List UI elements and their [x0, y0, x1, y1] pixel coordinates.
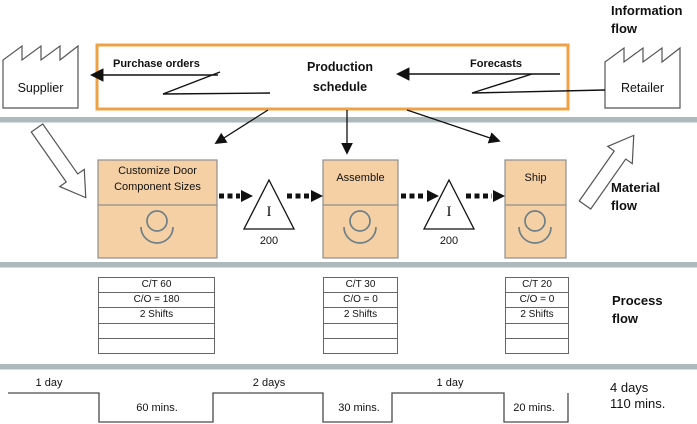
data-row: C/O = 0 — [506, 293, 568, 309]
inventory-triangle-icon — [422, 178, 476, 230]
data-row — [324, 339, 397, 353]
purchase-orders-label: Purchase orders — [113, 58, 200, 70]
operator-icon — [140, 210, 174, 244]
supplier-label: Supplier — [17, 81, 64, 95]
inventory-symbol: I — [446, 204, 452, 220]
timeline-segment-label: 1 day — [35, 377, 63, 389]
data-row: C/O = 0 — [324, 293, 397, 309]
data-row: 2 Shifts — [99, 308, 214, 324]
data-row — [99, 324, 214, 339]
timeline-total-label: 4 days 110 mins. — [610, 380, 666, 411]
factory-icon — [2, 44, 79, 109]
inventory-triangle-icon — [242, 178, 296, 230]
inventory-quantity: 200 — [259, 235, 279, 247]
information-material-divider-bar — [0, 117, 697, 123]
retailer-label: Retailer — [620, 81, 665, 95]
data-row: C/T 20 — [506, 278, 568, 294]
process-name-customize: Customize Door Component Sizes — [114, 165, 201, 193]
push-arrow-icon — [401, 190, 439, 202]
timeline-segment-label: 1 day — [436, 377, 464, 389]
data-row — [324, 324, 397, 339]
process-box-ship — [504, 159, 567, 259]
forecasts-label: Forecasts — [470, 58, 522, 70]
push-arrow-icon — [466, 190, 505, 202]
timeline-segment-label: 2 days — [252, 377, 286, 389]
production-schedule-label: Production schedule — [307, 60, 373, 94]
timeline-segment-label: 30 mins. — [338, 402, 380, 414]
process-box-assemble — [322, 159, 399, 259]
operator-icon — [343, 210, 377, 244]
information-flow-label: Information flow — [611, 3, 683, 36]
push-arrow-icon — [287, 190, 323, 202]
data-row: C/O = 180 — [99, 293, 214, 309]
inventory-symbol: I — [266, 204, 272, 220]
data-row — [99, 339, 214, 353]
process-box-customize — [97, 159, 218, 259]
factory-icon — [604, 46, 681, 109]
data-row — [506, 339, 568, 353]
timeline-ladder — [8, 392, 569, 423]
schedule-to-ship-arrow — [406, 109, 501, 144]
material-process-divider-bar — [0, 262, 697, 268]
process-data-box-assemble: C/T 30 C/O = 0 2 Shifts — [323, 277, 398, 354]
schedule-to-customize-arrow — [214, 109, 269, 144]
process-data-box-customize: C/T 60 C/O = 180 2 Shifts — [98, 277, 215, 354]
electronic-info-icon — [471, 73, 606, 94]
process-name-ship: Ship — [524, 172, 547, 184]
process-name-assemble: Assemble — [336, 172, 385, 184]
operator-icon — [518, 210, 552, 244]
data-row — [506, 324, 568, 339]
material-flow-arrow-icon — [30, 123, 87, 199]
process-data-box-ship: C/T 20 C/O = 0 2 Shifts — [505, 277, 569, 354]
process-flow-label: Process flow — [612, 293, 663, 326]
timeline-segment-label: 20 mins. — [513, 402, 555, 414]
process-timeline-divider-bar — [0, 364, 697, 370]
timeline-segment-label: 60 mins. — [136, 402, 178, 414]
push-arrow-icon — [219, 190, 253, 202]
inventory-quantity: 200 — [439, 235, 459, 247]
material-flow-arrow-icon — [578, 134, 635, 210]
data-row: C/T 60 — [99, 278, 214, 294]
data-row: 2 Shifts — [324, 308, 397, 324]
material-flow-label: Material flow — [611, 180, 661, 213]
data-row: 2 Shifts — [506, 308, 568, 324]
electronic-info-icon — [162, 71, 271, 95]
data-row: C/T 30 — [324, 278, 397, 294]
